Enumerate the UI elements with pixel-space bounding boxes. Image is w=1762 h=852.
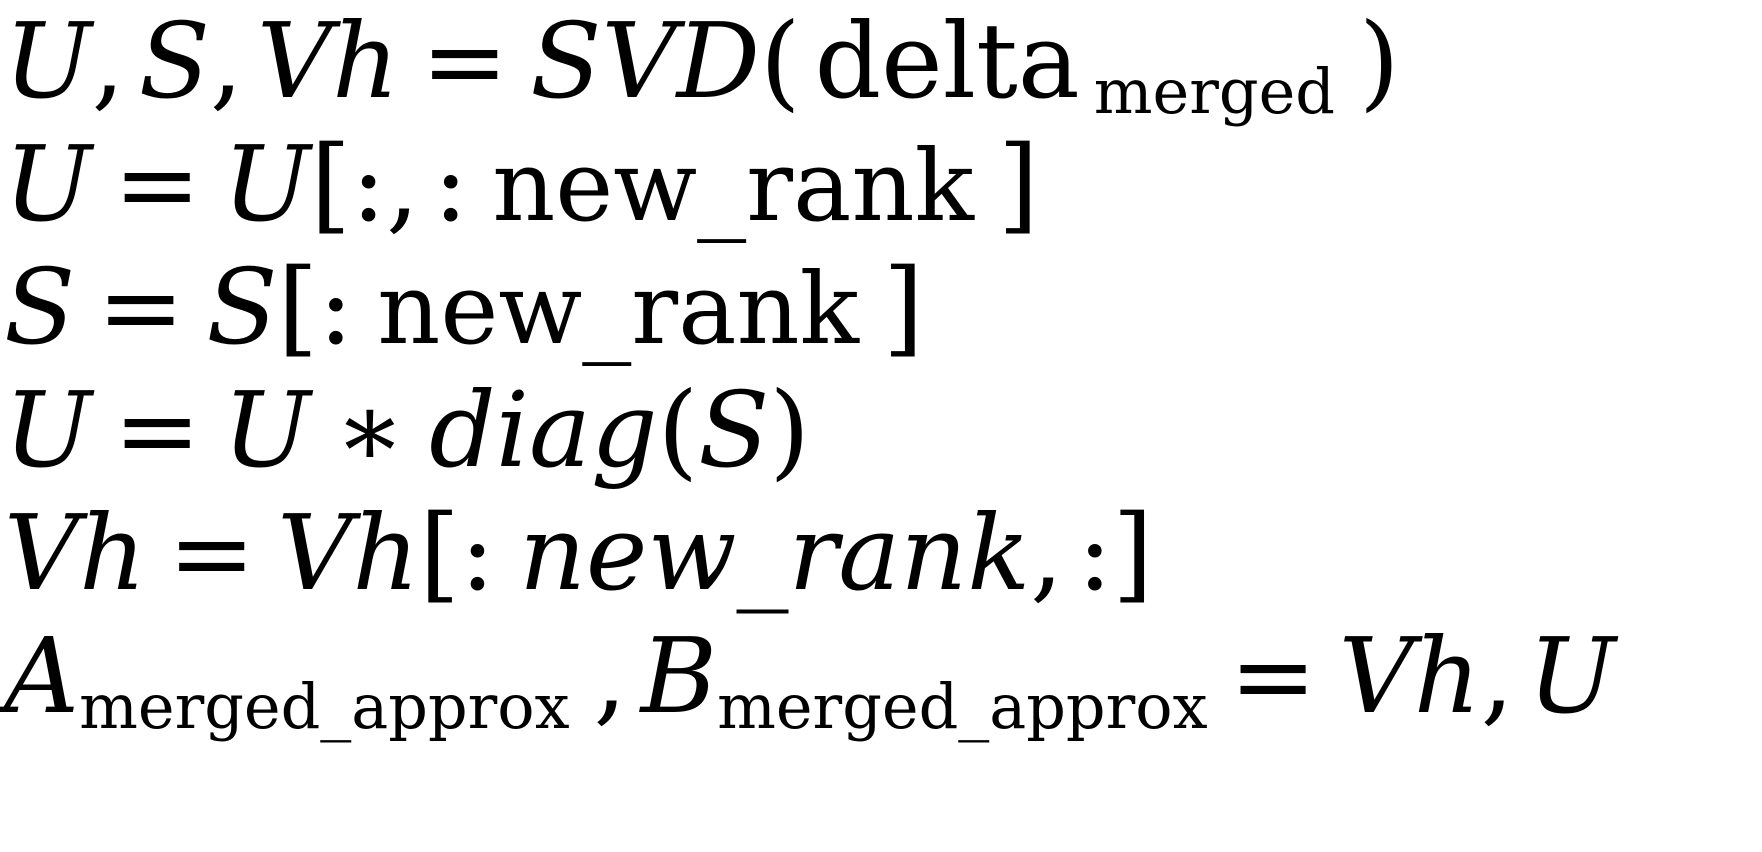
multiplication-operator: ∗: [334, 369, 406, 491]
open-bracket: [: [310, 123, 352, 245]
index-new-rank: new_rank: [518, 492, 1031, 614]
comma-2: ,: [209, 0, 244, 122]
slice-colon-2: :: [1077, 492, 1113, 614]
index-new-rank: new_rank: [492, 130, 974, 244]
symbol-u: U: [4, 0, 92, 122]
equals-sign: =: [113, 123, 201, 245]
symbol-b-subscript: merged_approx: [717, 670, 1208, 743]
slice-colon: :: [433, 123, 469, 245]
symbol-a-subscript: merged_approx: [79, 670, 570, 743]
symbol-vh-rhs: Vh: [277, 492, 420, 614]
symbol-vh-lhs: Vh: [4, 492, 147, 614]
open-bracket: [: [277, 246, 319, 368]
symbol-s: S: [138, 0, 210, 122]
symbol-u-lhs: U: [4, 123, 92, 245]
equals-sign: =: [1229, 615, 1317, 737]
close-bracket: ]: [883, 246, 924, 368]
symbol-u-lhs: U: [4, 369, 92, 491]
open-paren: (: [760, 0, 801, 122]
equals-sign: =: [168, 492, 256, 614]
symbol-s-rhs: S: [206, 246, 278, 368]
argument-s: S: [698, 369, 770, 491]
close-paren: ): [769, 369, 810, 491]
argument-delta: delta: [814, 0, 1080, 122]
equation-line-truncate-u-columns: U=U[:,:new_rank]: [0, 123, 1039, 246]
symbol-s-lhs: S: [4, 246, 76, 368]
equals-sign: =: [113, 369, 201, 491]
close-bracket: ]: [997, 123, 1039, 245]
slice-colon: :: [318, 246, 354, 368]
slice-colon: :: [459, 492, 495, 614]
symbol-u-rhs: U: [1527, 615, 1616, 737]
comma-rhs: ,: [1480, 615, 1514, 737]
symbol-b: B: [640, 615, 718, 737]
comma: ,: [1030, 492, 1064, 614]
symbol-u-rhs: U: [222, 369, 311, 491]
comma-1: ,: [91, 0, 125, 122]
close-bracket: ]: [1112, 492, 1153, 614]
comma: ,: [593, 615, 627, 737]
symbol-a: A: [4, 615, 80, 737]
equation-line-scale-u-by-singular-values: U=U∗diag(S): [0, 369, 810, 492]
open-bracket: [: [419, 492, 460, 614]
symbol-vh-rhs: Vh: [1338, 615, 1481, 737]
argument-delta-subscript: merged: [1093, 55, 1335, 128]
close-paren: ): [1358, 0, 1400, 122]
equals-sign: =: [97, 246, 185, 368]
slice-colon-comma: :,: [351, 123, 420, 245]
function-diag: diag: [429, 369, 658, 491]
equation-line-truncate-s: S=S[:new_rank]: [0, 246, 924, 369]
equals-sign: =: [421, 0, 509, 122]
equation-line-truncate-vh-rows: Vh=Vh[:new_rank,:]: [0, 492, 1153, 615]
open-paren: (: [657, 369, 699, 491]
symbol-u-rhs: U: [222, 123, 311, 245]
index-new-rank: new_rank: [377, 253, 860, 367]
symbol-vh: Vh: [257, 0, 400, 122]
function-svd: SVD: [530, 0, 760, 122]
